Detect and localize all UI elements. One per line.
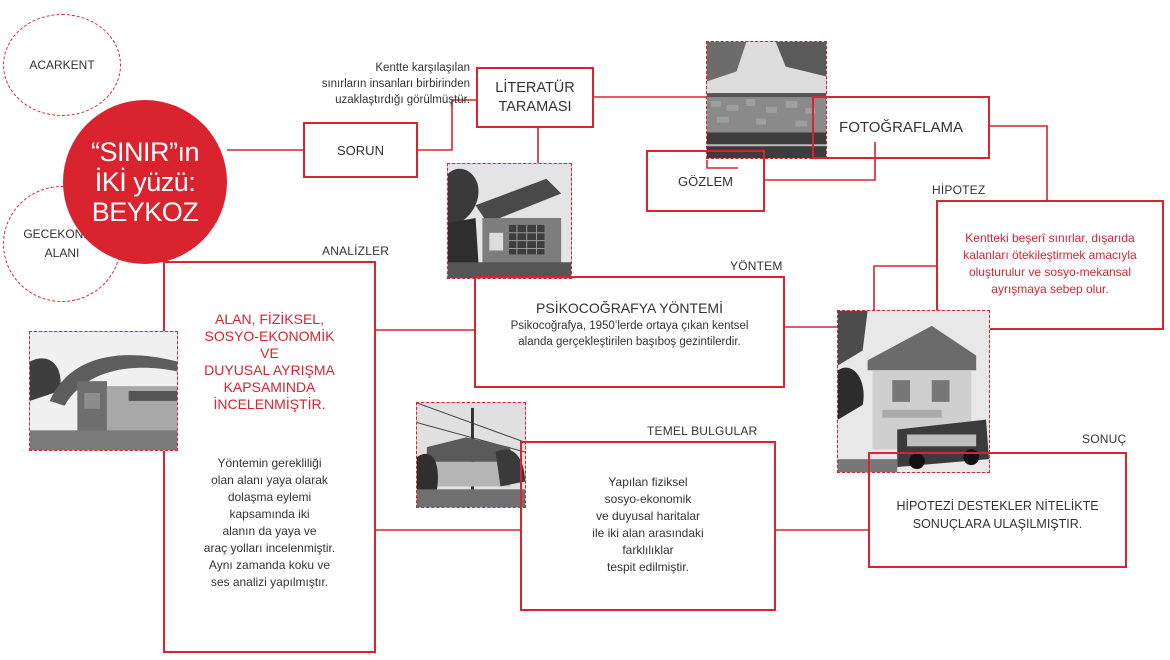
literatur-line2: TARAMASI bbox=[498, 98, 572, 115]
analizler-body-line7: Aynı zamanda koku ve bbox=[208, 558, 331, 572]
photo-house-2 bbox=[837, 310, 990, 473]
photo-house-1 bbox=[447, 163, 572, 279]
analizler-red-line5: KAPSAMINDA bbox=[223, 379, 316, 395]
problem-note: Kentte karşılaşılan sınırların insanları… bbox=[240, 60, 470, 108]
sorun-label: SORUN bbox=[337, 142, 384, 158]
connector-sorun-literatur bbox=[418, 99, 476, 151]
connector-gozlem-fotograf bbox=[765, 142, 876, 181]
analizler-body-line6: araç yolları incelenmiştir. bbox=[203, 541, 336, 555]
acarkent-label: ACARKENT bbox=[29, 57, 95, 72]
sonuc-line1: HİPOTEZİ DESTEKLER NİTELİKTE bbox=[896, 499, 1099, 513]
connector-fotograf-hipotez bbox=[990, 125, 1048, 200]
photo-street bbox=[416, 402, 526, 508]
hipotez-text: Kentteki beşerî sınırlar, dışarıda kalan… bbox=[938, 230, 1162, 298]
bulgular-line2: sosyo-ekonomik bbox=[604, 492, 692, 506]
analizler-body-line5: alanın da yaya ve bbox=[222, 524, 317, 538]
temel-bulgular-box bbox=[520, 441, 776, 611]
hipotez-line1: Kentteki beşerî sınırlar, dışarıda bbox=[965, 231, 1135, 245]
literatur-box: LİTERATÜR TARAMASI bbox=[476, 67, 594, 128]
sonuc-line2: SONUÇLARA ULAŞILMIŞTIR. bbox=[912, 517, 1083, 531]
fotograflama-label: FOTOĞRAFLAMA bbox=[839, 119, 963, 136]
sonuc-text: HİPOTEZİ DESTEKLER NİTELİKTE SONUÇLARA U… bbox=[870, 497, 1125, 533]
yontem-line2: alanda gerçekleştirilen başıboş gezintil… bbox=[518, 336, 741, 348]
yontem-text: PSİKOCOĞRAFYA YÖNTEMİ Psikocoğrafya, 195… bbox=[476, 298, 783, 350]
yontem-heading: PSİKOCOĞRAFYA YÖNTEMİ bbox=[536, 300, 723, 316]
gozlem-label: GÖZLEM bbox=[678, 173, 733, 189]
main-title-line3: BEYKOZ bbox=[91, 197, 199, 227]
main-title-line1: “SINIR”ın bbox=[90, 137, 200, 167]
sonuc-box bbox=[868, 452, 1127, 568]
yontem-title: YÖNTEM bbox=[730, 259, 783, 273]
bulgular-line5: farklılıklar bbox=[622, 543, 674, 557]
temel-bulgular-text: Yapılan fiziksel sosyo-ekonomik ve duyus… bbox=[522, 474, 774, 576]
analizler-title: ANALİZLER bbox=[322, 244, 390, 258]
bulgular-line1: Yapılan fiziksel bbox=[608, 475, 688, 489]
analizler-body-text: Yöntemin gerekliliği olan alanı yaya ola… bbox=[165, 455, 374, 591]
gozlem-box: GÖZLEM bbox=[646, 150, 765, 212]
analizler-body-line8: ses analizi yapılmıştır. bbox=[210, 575, 329, 589]
bulgular-line3: ve duyusal haritalar bbox=[595, 509, 701, 523]
connector-gozlem-in bbox=[706, 160, 738, 169]
analizler-red-line4: DUYUSAL AYRIŞMA bbox=[204, 362, 335, 378]
analizler-red-line6: İNCELENMİŞTİR. bbox=[213, 396, 326, 412]
problem-note-line3: uzaklaştırdığı görülmüştür. bbox=[335, 94, 470, 106]
analizler-body-line4: kapsamında iki bbox=[229, 507, 310, 521]
sonuc-title: SONUÇ bbox=[1082, 432, 1127, 446]
hipotez-title: HİPOTEZ bbox=[932, 183, 986, 197]
bulgular-line6: tespit edilmiştir. bbox=[606, 560, 690, 574]
problem-note-line1: Kentte karşılaşılan bbox=[375, 62, 470, 74]
hipotez-box bbox=[936, 200, 1164, 330]
gecekondu-label-line2: ALANI bbox=[44, 246, 80, 260]
bulgular-line4: ile iki alan arasındaki bbox=[592, 526, 704, 540]
analizler-body-line1: Yöntemin gerekliliği bbox=[217, 456, 322, 470]
acarkent-circle: ACARKENT bbox=[3, 14, 121, 116]
main-title-circle: “SINIR”ın İKİ yüzü: BEYKOZ bbox=[63, 100, 227, 264]
literatur-line1: LİTERATÜR bbox=[495, 79, 575, 96]
yontem-line1: Psikocoğrafya, 1950’lerde ortaya çıkan k… bbox=[510, 320, 749, 332]
analizler-red-line1: ALAN, FİZİKSEL, bbox=[215, 311, 324, 327]
photo-wall bbox=[706, 41, 827, 159]
analizler-red-line3: VE bbox=[260, 345, 279, 361]
analizler-body-line2: olan alanı yaya olarak bbox=[211, 473, 328, 487]
analizler-red-line2: SOSYO-EKONOMİK bbox=[204, 328, 335, 344]
fotograflama-box: FOTOĞRAFLAMA bbox=[812, 96, 990, 159]
analizler-red-text: ALAN, FİZİKSEL, SOSYO-EKONOMİK VE DUYUSA… bbox=[165, 311, 374, 413]
photo-gate bbox=[29, 331, 178, 451]
sorun-box: SORUN bbox=[303, 122, 418, 178]
hipotez-line2: kalanları ötekileştirmek amacıyla bbox=[963, 248, 1137, 262]
connector-yontem-hipotez bbox=[785, 265, 936, 328]
analizler-body-line3: dolaşma eylemi bbox=[227, 490, 312, 504]
temel-bulgular-title: TEMEL BULGULAR bbox=[647, 424, 758, 438]
main-title-line2: İKİ yüzü: bbox=[94, 167, 196, 197]
yontem-box bbox=[474, 276, 785, 388]
hipotez-line4: ayrışmaya sebep olur. bbox=[991, 282, 1109, 296]
hipotez-line3: oluşturulur ve sosyo-mekansal bbox=[968, 265, 1132, 279]
problem-note-line2: sınırların insanları birbirinden bbox=[321, 78, 470, 90]
analizler-box bbox=[163, 261, 376, 653]
